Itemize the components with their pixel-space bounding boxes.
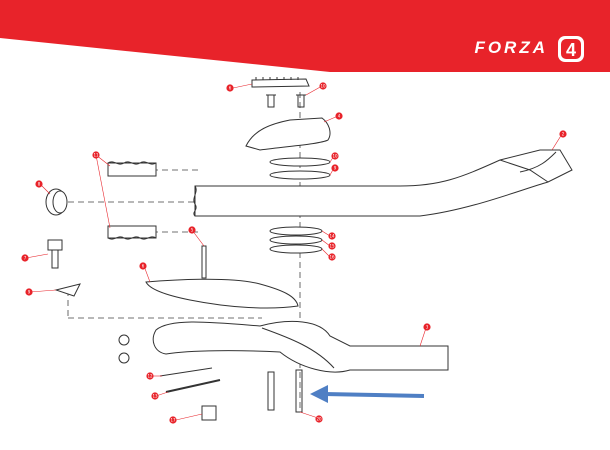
callout-number: 15	[329, 244, 335, 249]
callout-spacer-1: 10	[331, 152, 339, 160]
pad-lower	[107, 225, 157, 239]
callout-number: 16	[329, 255, 335, 260]
callout-clamp-top: 4	[335, 112, 343, 120]
callout-plug: 8	[35, 180, 43, 188]
long-bolt-part	[295, 369, 303, 413]
callout-badge	[35, 180, 43, 188]
callout-ring-1: 14	[328, 232, 336, 240]
ring-part	[269, 235, 323, 245]
callout-badge	[331, 164, 339, 172]
top-bolt-right	[296, 94, 306, 108]
callout-number: 3	[426, 325, 429, 330]
callout-number: 9	[334, 166, 337, 171]
callout-tray: 6	[139, 262, 147, 270]
highlight-arrow	[310, 385, 425, 403]
header-banner	[0, 0, 610, 72]
callout-badge	[169, 416, 177, 424]
callout-number: 6	[229, 86, 232, 91]
callout-number: 14	[329, 234, 335, 239]
callout-badge	[328, 253, 336, 261]
top-cap-part	[251, 78, 310, 88]
callout-badge	[226, 84, 234, 92]
callout-ring-3: 16	[328, 253, 336, 261]
cable-part	[165, 379, 221, 393]
clamp-top-part	[245, 117, 331, 151]
callout-badge	[559, 130, 567, 138]
brand-logo-glyph: 4	[566, 40, 576, 60]
callout-badge	[151, 392, 159, 400]
tray-part	[145, 278, 299, 309]
callout-number: 9	[28, 290, 31, 295]
aero-bar-part	[194, 149, 573, 217]
callout-badge	[328, 232, 336, 240]
callout-number: 10	[320, 84, 326, 89]
callout-top-cap: 6	[226, 84, 234, 92]
bottom-bracket-part	[201, 405, 217, 421]
callout-number: 6	[142, 264, 145, 269]
pad-upper	[107, 162, 157, 177]
callout-number: 5	[191, 228, 194, 233]
wedge-part	[54, 283, 81, 297]
arrow-head-icon	[310, 385, 328, 403]
callout-number: 8	[38, 182, 41, 187]
brand-logo: 4	[558, 36, 584, 62]
callout-badge	[92, 151, 100, 159]
brand-wordmark: FORZA	[474, 38, 548, 57]
callout-badge	[139, 262, 147, 270]
callout-number: 7	[24, 256, 27, 261]
callout-bottom: 17	[169, 416, 177, 424]
small-bolt	[118, 352, 130, 364]
callout-number: 12	[147, 374, 153, 379]
small-bolt	[118, 334, 130, 346]
callout-number: 11	[93, 153, 99, 158]
callout-stem: 3	[423, 323, 431, 331]
callout-badge	[423, 323, 431, 331]
callout-long-bolt: 20	[315, 415, 323, 423]
callout-number: 4	[338, 114, 341, 119]
callout-cable-2: 13	[151, 392, 159, 400]
ring-part	[269, 244, 323, 254]
callout-number: 2	[562, 132, 565, 137]
callout-bolt-left: 7	[21, 254, 29, 262]
callout-spacer-2: 9	[331, 164, 339, 172]
callout-badge	[25, 288, 33, 296]
callout-number: 17	[170, 418, 176, 423]
callout-badge	[188, 226, 196, 234]
spacer-ring	[269, 170, 331, 180]
cable-part	[159, 367, 213, 377]
callout-badge	[331, 152, 339, 160]
callout-badge	[319, 82, 327, 90]
stem-part	[152, 320, 449, 373]
ring-part	[269, 226, 323, 236]
long-bolt-part	[267, 371, 275, 411]
callout-bolt-top: 10	[319, 82, 327, 90]
callout-pad-left: 11	[92, 151, 100, 159]
callout-wedge: 9	[25, 288, 33, 296]
callout-number: 13	[152, 394, 158, 399]
callouts: 6 10 4 2 10 9 11 8 7 9 5 6 14 15 16 3 12 13 17 20	[21, 82, 567, 424]
spacer-ring	[269, 157, 331, 167]
callout-cable-1: 12	[146, 372, 154, 380]
bolt-left-part	[47, 239, 63, 269]
callout-bar-right: 2	[559, 130, 567, 138]
callout-badge	[335, 112, 343, 120]
top-bolt-left	[266, 94, 276, 108]
callout-ring-2: 15	[328, 242, 336, 250]
callout-badge	[21, 254, 29, 262]
pin-part	[201, 245, 207, 279]
callout-pin: 5	[188, 226, 196, 234]
callout-badge	[315, 415, 323, 423]
callout-badge	[146, 372, 154, 380]
callout-badge	[328, 242, 336, 250]
banner-red-shape	[0, 0, 610, 72]
callout-number: 20	[316, 417, 322, 422]
callout-number: 10	[332, 154, 338, 159]
